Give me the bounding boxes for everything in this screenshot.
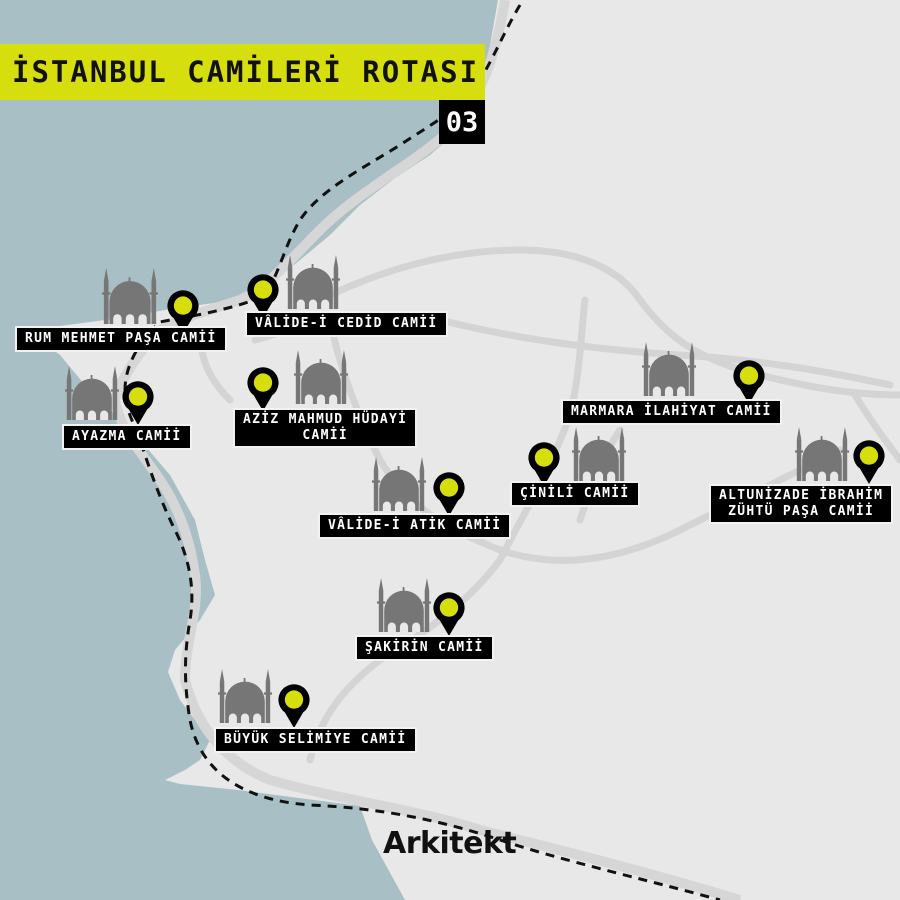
mosque-icon [793,427,851,481]
map-pin-icon[interactable] [121,381,155,425]
mosque-icon [570,427,628,481]
label-line: ZÜHTÜ PAŞA CAMİİ [728,504,875,519]
map-pin-icon[interactable] [246,274,280,318]
mosque-icon [375,578,433,632]
mosque-icon [100,268,160,324]
mosque-label-cinili[interactable]: ÇİNİLİ CAMİİ [512,483,638,505]
title-banner: İSTANBUL CAMİLERİ ROTASI [0,44,485,100]
mosque-icon [292,350,350,404]
mosque-icon [63,366,121,420]
mosque-label-valide-i-cedid[interactable]: VÂLİDE-İ CEDİD CAMİİ [247,313,446,335]
mosque-label-rum-mehmet-pasa[interactable]: RUM MEHMET PAŞA CAMİİ [17,328,225,350]
mosque-icon [216,669,274,723]
land [30,0,900,900]
mosque-icon [284,255,342,309]
mosque-label-marmara-ilahiyat[interactable]: MARMARA İLAHİYAT CAMİİ [563,401,780,423]
mosque-icon [370,457,428,511]
mosque-label-valide-i-atik[interactable]: VÂLİDE-İ ATİK CAMİİ [320,515,510,537]
map-pin-icon[interactable] [432,592,466,636]
mosque-icon [640,342,698,396]
mosque-label-ayazma[interactable]: AYAZMA CAMİİ [64,426,190,448]
map-pin-icon[interactable] [852,440,886,484]
mosque-label-sakirin[interactable]: ŞAKİRİN CAMİİ [357,637,492,659]
page-title: İSTANBUL CAMİLERİ ROTASI [12,55,480,89]
map-pin-icon[interactable] [527,442,561,486]
mosque-label-aziz-mahmud-hudayi[interactable]: AZİZ MAHMUD HÜDAYİ CAMİİ [235,410,416,446]
map-pin-icon[interactable] [277,684,311,728]
mosque-label-altunizade-ibrahim-zuhtu-pasa[interactable]: ALTUNİZADE İBRAHİM ZÜHTÜ PAŞA CAMİİ [711,486,892,522]
label-line: CAMİİ [302,428,348,443]
mosque-label-buyuk-selimiye[interactable]: BÜYÜK SELİMİYE CAMİİ [216,729,415,751]
map-pin-icon[interactable] [732,360,766,404]
label-line: AZİZ MAHMUD HÜDAYİ [243,412,408,427]
map-pin-icon[interactable] [432,472,466,516]
route-number-badge: 03 [439,100,485,144]
map-pin-icon[interactable] [246,367,280,411]
brand-logo: Arkitekt [383,826,517,861]
label-line: ALTUNİZADE İBRAHİM [719,488,884,503]
